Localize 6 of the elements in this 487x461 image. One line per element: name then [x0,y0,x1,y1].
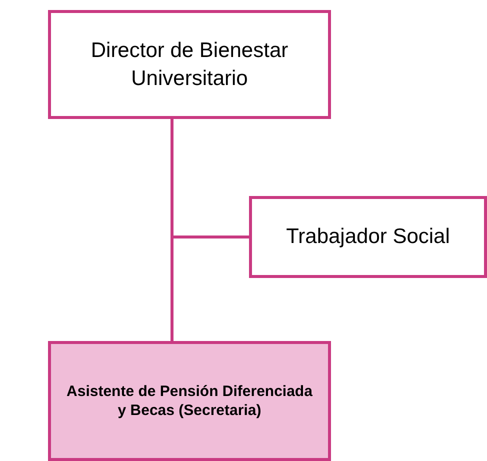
role-title: Director de Bienestar Universitario [90,38,290,92]
role-title: Asistente de Pensión Diferenciada y Becas (Secretaria) [66,382,314,420]
role-title: Trabajador Social [286,224,450,250]
org-box [249,196,487,278]
org-box [48,10,331,119]
org-box [48,341,331,461]
